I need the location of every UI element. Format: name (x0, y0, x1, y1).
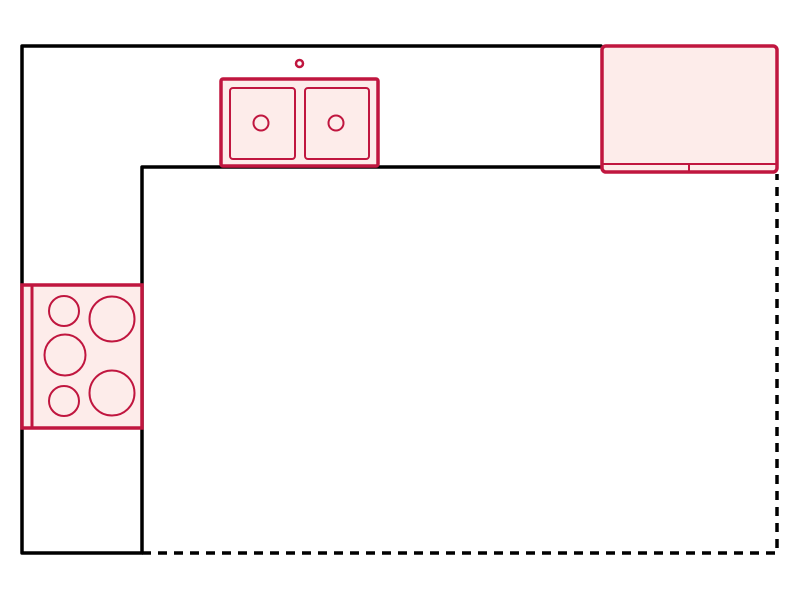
drain-left-icon (252, 114, 270, 132)
stove (20, 283, 144, 430)
burner-icon (88, 369, 136, 417)
burner-icon (43, 333, 87, 377)
burner-icon (48, 295, 80, 327)
sink (219, 58, 380, 168)
drain-right-icon (327, 114, 345, 132)
burner-icon (48, 385, 80, 417)
open-side-dashed-boundary (142, 174, 779, 555)
faucet-icon (294, 58, 305, 69)
counter-outline (20, 44, 603, 555)
refrigerator (600, 44, 779, 174)
burner-icon (88, 295, 136, 343)
refrigerator-body (600, 44, 779, 174)
